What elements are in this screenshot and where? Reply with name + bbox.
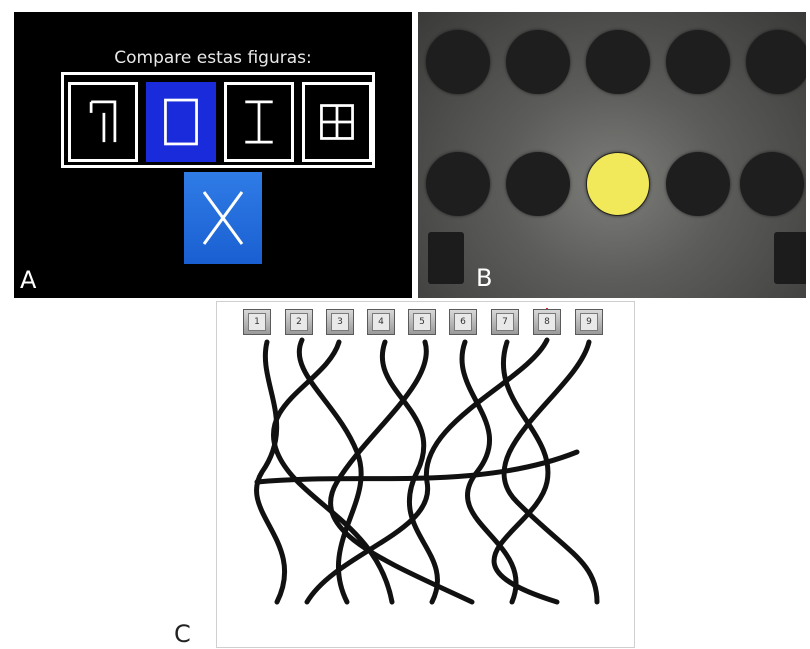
square-figure-icon	[149, 85, 213, 159]
panel-a-title: Compare estas figuras:	[14, 48, 412, 68]
dark-circle[interactable]	[506, 30, 570, 94]
button-label-5: 5	[413, 313, 431, 331]
maze-end-button-1[interactable]: 1	[243, 309, 271, 335]
button-label-6: 6	[454, 313, 472, 331]
maze-end-button-4[interactable]: 4	[367, 309, 395, 335]
button-label-3: 3	[331, 313, 349, 331]
right-response-pad[interactable]	[774, 232, 806, 284]
grid-figure-icon	[305, 85, 369, 159]
dark-circle[interactable]	[666, 30, 730, 94]
figure-option-i-beam[interactable]	[224, 82, 294, 162]
panel-b-label: B	[476, 264, 492, 292]
dark-circle[interactable]	[586, 30, 650, 94]
dark-circle[interactable]	[426, 152, 490, 216]
left-response-pad[interactable]	[428, 232, 464, 284]
button-label-2: 2	[290, 313, 308, 331]
panel-c	[216, 301, 635, 648]
hook-figure-icon	[71, 85, 135, 159]
maze-end-button-8[interactable]: 8	[533, 309, 561, 335]
button-label-1: 1	[248, 313, 266, 331]
i-beam-figure-icon	[227, 85, 291, 159]
tangled-lines-maze	[217, 302, 636, 649]
figure-option-hook[interactable]	[68, 82, 138, 162]
maze-end-button-7[interactable]: 7	[491, 309, 519, 335]
lit-yellow-circle[interactable]	[586, 152, 650, 216]
dark-circle[interactable]	[746, 30, 806, 94]
maze-end-button-6[interactable]: 6	[449, 309, 477, 335]
dark-circle[interactable]	[666, 152, 730, 216]
panel-a-label: A	[20, 266, 36, 294]
target-figure-x	[184, 172, 262, 264]
maze-end-button-9[interactable]: 9	[575, 309, 603, 335]
button-label-8: 8	[538, 313, 556, 331]
figure-option-square[interactable]	[146, 82, 216, 162]
maze-end-button-2[interactable]: 2	[285, 309, 313, 335]
maze-end-button-3[interactable]: 3	[326, 309, 354, 335]
panel-a: Compare estas figuras: A	[14, 12, 412, 298]
panel-c-label: C	[174, 620, 191, 648]
dark-circle[interactable]	[740, 152, 804, 216]
panel-b: B	[418, 12, 806, 298]
button-label-7: 7	[496, 313, 514, 331]
maze-end-button-5[interactable]: 5	[408, 309, 436, 335]
dark-circle[interactable]	[426, 30, 490, 94]
x-figure-icon	[184, 172, 262, 264]
button-label-9: 9	[580, 313, 598, 331]
figure-option-grid[interactable]	[302, 82, 372, 162]
button-label-4: 4	[372, 313, 390, 331]
dark-circle[interactable]	[506, 152, 570, 216]
